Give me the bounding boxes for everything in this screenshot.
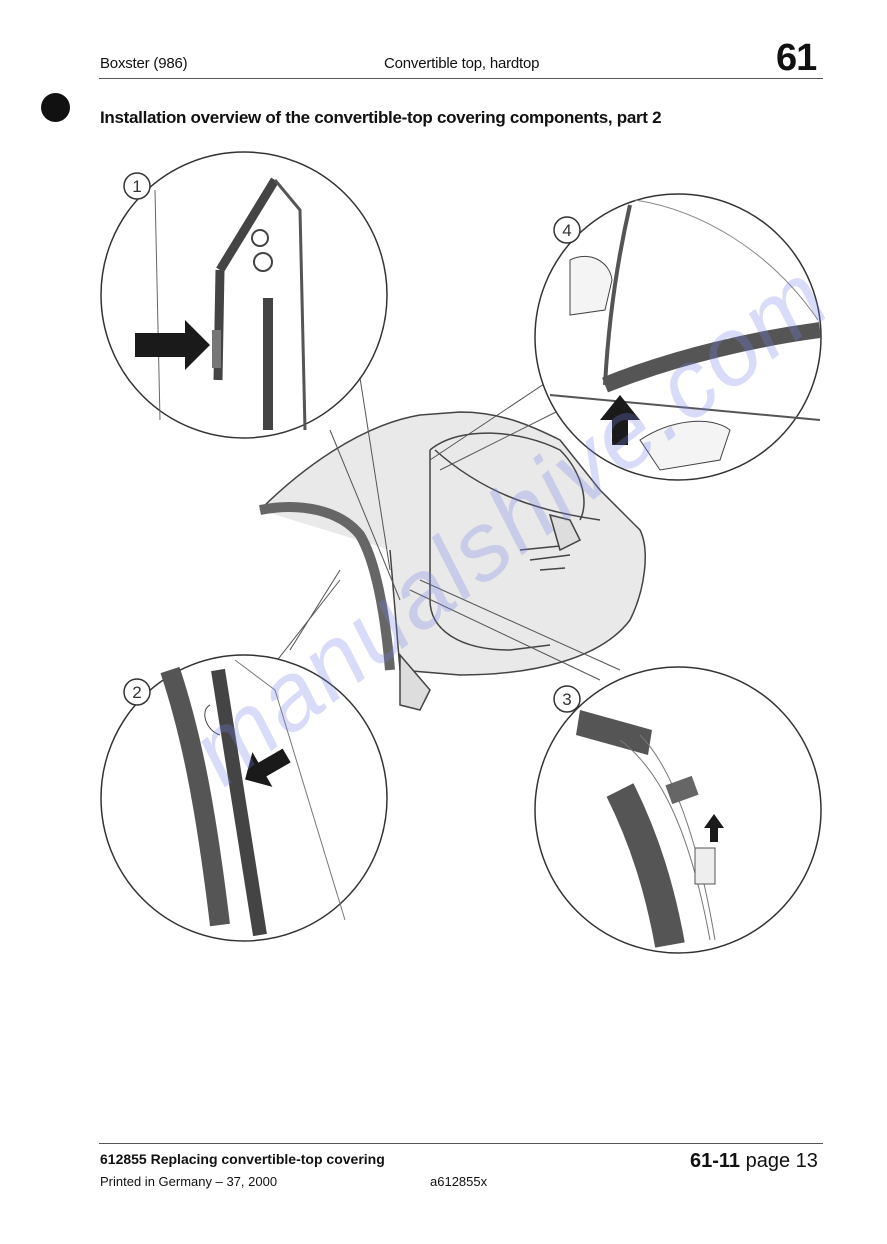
callout-1-label: 1 bbox=[132, 177, 141, 196]
callout-1: 1 bbox=[123, 172, 151, 200]
footer-image-ref: a612855x bbox=[430, 1174, 488, 1189]
footer-page-ref: 61-11 bbox=[690, 1150, 741, 1172]
bullet-icon bbox=[41, 93, 70, 122]
detail-circle-3 bbox=[534, 666, 822, 954]
callout-4-label: 4 bbox=[562, 221, 571, 240]
detail-circle-2 bbox=[100, 654, 388, 942]
detail-circle-4 bbox=[534, 193, 822, 481]
callout-2: 2 bbox=[123, 678, 151, 706]
installation-figure: 1 4 2 3 bbox=[100, 151, 822, 954]
footer-page: 61-11 page 13 bbox=[690, 1150, 818, 1173]
callout-3: 3 bbox=[553, 685, 581, 713]
footer-page-word: page 13 bbox=[745, 1150, 818, 1172]
header-model: Boxster (986) bbox=[100, 55, 188, 72]
page-title: Installation overview of the convertible… bbox=[100, 108, 662, 127]
header-group-number: 61 bbox=[776, 37, 817, 79]
header-rule bbox=[99, 78, 823, 79]
footer-printed: Printed in Germany – 37, 2000 bbox=[100, 1174, 278, 1189]
callout-2-label: 2 bbox=[132, 683, 141, 702]
footer-code: 612855 Replacing convertible-top coverin… bbox=[100, 1151, 385, 1167]
callout-4: 4 bbox=[553, 216, 581, 244]
convertible-top-drawing bbox=[259, 411, 646, 711]
footer-rule bbox=[99, 1143, 823, 1144]
header-section: Convertible top, hardtop bbox=[384, 55, 540, 72]
callout-3-label: 3 bbox=[562, 690, 571, 709]
detail-circle-1 bbox=[100, 151, 388, 439]
